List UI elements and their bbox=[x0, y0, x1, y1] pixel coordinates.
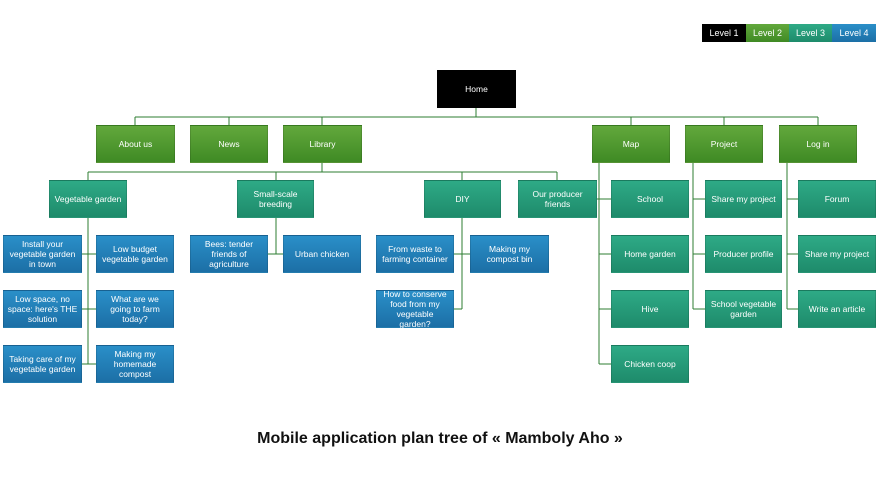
node-share-my-project-login: Share my project bbox=[798, 235, 876, 273]
node-home-garden: Home garden bbox=[611, 235, 689, 273]
node-about-us: About us bbox=[96, 125, 175, 163]
node-map: Map bbox=[592, 125, 670, 163]
node-small-scale-breeding: Small-scale breeding bbox=[237, 180, 314, 218]
node-urban-chicken: Urban chicken bbox=[283, 235, 361, 273]
node-homemade-compost: Making my homemade compost bbox=[96, 345, 174, 383]
node-project: Project bbox=[685, 125, 763, 163]
node-our-producer-friends: Our producer friends bbox=[518, 180, 597, 218]
node-low-budget-garden: Low budget vegetable garden bbox=[96, 235, 174, 273]
diagram-caption: Mobile application plan tree of « Mambol… bbox=[257, 430, 623, 447]
node-forum: Forum bbox=[798, 180, 876, 218]
node-vegetable-garden: Vegetable garden bbox=[49, 180, 127, 218]
node-low-space: Low space, no space: here's THE solution bbox=[3, 290, 82, 328]
node-school: School bbox=[611, 180, 689, 218]
legend-level-1: Level 1 bbox=[702, 24, 746, 42]
node-install-garden-in-town: Install your vegetable garden in town bbox=[3, 235, 82, 273]
node-share-my-project: Share my project bbox=[705, 180, 782, 218]
node-waste-to-container: From waste to farming container bbox=[376, 235, 454, 273]
node-taking-care-garden: Taking care of my vegetable garden bbox=[3, 345, 82, 383]
node-what-to-farm: What are we going to farm today? bbox=[96, 290, 174, 328]
node-compost-bin: Making my compost bin bbox=[470, 235, 549, 273]
node-home: Home bbox=[437, 70, 516, 108]
legend-level-4: Level 4 bbox=[832, 24, 876, 42]
node-hive: Hive bbox=[611, 290, 689, 328]
node-chicken-coop: Chicken coop bbox=[611, 345, 689, 383]
node-producer-profile: Producer profile bbox=[705, 235, 782, 273]
node-conserve-food: How to conserve food from my vegetable g… bbox=[376, 289, 454, 329]
legend-level-2: Level 2 bbox=[746, 24, 789, 42]
legend-level-3: Level 3 bbox=[789, 24, 832, 42]
node-diy: DIY bbox=[424, 180, 501, 218]
node-news: News bbox=[190, 125, 268, 163]
node-log-in: Log in bbox=[779, 125, 857, 163]
node-bees: Bees: tender friends of agriculture bbox=[190, 235, 268, 273]
node-library: Library bbox=[283, 125, 362, 163]
node-school-vegetable-garden: School vegetable garden bbox=[705, 290, 782, 328]
node-write-an-article: Write an article bbox=[798, 290, 876, 328]
